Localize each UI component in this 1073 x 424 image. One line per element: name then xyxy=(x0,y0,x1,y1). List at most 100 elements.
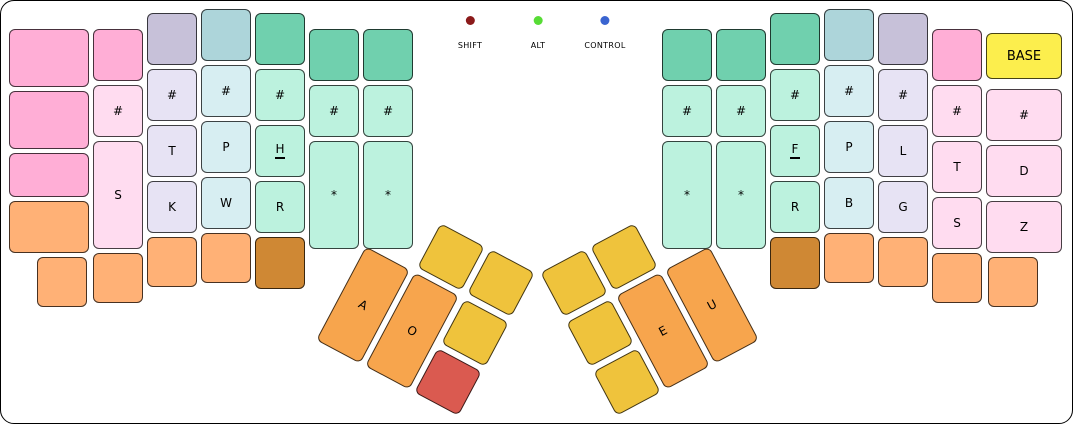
legend-item-shift: SHIFT xyxy=(458,16,482,50)
key-label: # xyxy=(112,104,124,118)
key-z[interactable]: Z xyxy=(986,201,1062,253)
key-r[interactable]: R xyxy=(770,181,820,233)
key-pink-blank[interactable] xyxy=(9,91,89,149)
key-teal-blank[interactable] xyxy=(309,29,359,81)
key-label: # xyxy=(382,104,394,118)
key-hash[interactable]: # xyxy=(662,85,712,137)
key-pink-blank[interactable] xyxy=(9,153,89,197)
key-b[interactable]: B xyxy=(824,177,874,229)
key-hash[interactable]: # xyxy=(824,65,874,117)
key-star[interactable]: * xyxy=(716,141,766,249)
key-label: # xyxy=(735,104,747,118)
key-label: R xyxy=(790,200,800,214)
key-label: * xyxy=(738,188,744,202)
key-orange-blank[interactable] xyxy=(932,253,982,303)
key-star[interactable]: * xyxy=(662,141,712,249)
key-l[interactable]: L xyxy=(878,125,928,177)
key-lavender-blank[interactable] xyxy=(147,13,197,65)
key-label: # xyxy=(274,88,286,102)
key-label: * xyxy=(331,188,337,202)
key-label: P xyxy=(845,140,853,154)
key-label: P xyxy=(222,140,230,154)
modifier-legend: SHIFT ALT CONTROL xyxy=(1,1,1072,61)
key-lavender-blank[interactable] xyxy=(878,13,928,65)
key-label: # xyxy=(681,104,693,118)
key-s[interactable]: S xyxy=(93,141,143,249)
legend-item-alt: ALT xyxy=(531,16,546,50)
key-hash[interactable]: # xyxy=(363,85,413,137)
key-label: # xyxy=(951,104,963,118)
key-hash[interactable]: # xyxy=(878,69,928,121)
legend-label: SHIFT xyxy=(457,41,483,50)
key-hash[interactable]: # xyxy=(986,89,1062,141)
key-teal-blank[interactable] xyxy=(770,13,820,65)
key-label: # xyxy=(1018,108,1030,122)
hold-indicator xyxy=(275,157,285,159)
key-hash[interactable]: # xyxy=(716,85,766,137)
key-label: W xyxy=(220,196,232,210)
key-label: * xyxy=(684,188,690,202)
key-label: # xyxy=(328,104,340,118)
key-teal-blank[interactable] xyxy=(363,29,413,81)
key-orange-blank[interactable] xyxy=(93,253,143,303)
key-hash[interactable]: # xyxy=(255,69,305,121)
hold-indicator xyxy=(790,157,800,159)
alt-modifier-dot-icon xyxy=(533,16,543,25)
key-star[interactable]: * xyxy=(309,141,359,249)
key-label: S xyxy=(953,216,961,230)
key-g[interactable]: G xyxy=(878,181,928,233)
key-orange-blank[interactable] xyxy=(878,237,928,287)
key-brown-blank[interactable] xyxy=(770,237,820,289)
key-label: L xyxy=(899,144,907,158)
key-k[interactable]: K xyxy=(147,181,197,233)
key-orange-blank[interactable] xyxy=(988,257,1038,307)
key-r[interactable]: R xyxy=(255,181,305,233)
key-t[interactable]: T xyxy=(932,141,982,193)
key-hash[interactable]: # xyxy=(93,85,143,137)
key-t[interactable]: T xyxy=(147,125,197,177)
control-modifier-dot-icon xyxy=(600,16,610,25)
key-hash[interactable]: # xyxy=(932,85,982,137)
key-label: * xyxy=(385,188,391,202)
key-p[interactable]: P xyxy=(201,121,251,173)
key-label: E xyxy=(656,323,670,339)
key-label: D xyxy=(1019,164,1029,178)
key-w[interactable]: W xyxy=(201,177,251,229)
key-label: # xyxy=(220,84,232,98)
key-cyan-blank[interactable] xyxy=(824,9,874,61)
key-hash[interactable]: # xyxy=(147,69,197,121)
key-orange-blank[interactable] xyxy=(824,233,874,283)
key-f[interactable]: F xyxy=(770,125,820,177)
key-pink-blank[interactable] xyxy=(9,29,89,87)
key-label: # xyxy=(843,84,855,98)
key-label: U xyxy=(704,296,720,314)
key-star[interactable]: * xyxy=(363,141,413,249)
legend-label: CONTROL xyxy=(584,41,626,50)
key-label: T xyxy=(953,160,961,174)
key-label: T xyxy=(168,144,176,158)
key-orange-blank[interactable] xyxy=(147,237,197,287)
key-s[interactable]: S xyxy=(932,197,982,249)
key-label: K xyxy=(168,200,176,214)
key-h[interactable]: H xyxy=(255,125,305,177)
key-label: Z xyxy=(1019,220,1029,234)
key-d[interactable]: D xyxy=(986,145,1062,197)
key-hash[interactable]: # xyxy=(309,85,359,137)
key-pink-blank[interactable] xyxy=(932,29,982,81)
key-pink-blank[interactable] xyxy=(93,29,143,81)
key-label: G xyxy=(898,200,908,214)
key-cyan-blank[interactable] xyxy=(201,9,251,61)
key-teal-blank[interactable] xyxy=(255,13,305,65)
shift-modifier-dot-icon xyxy=(465,16,475,25)
key-hash[interactable]: # xyxy=(201,65,251,117)
key-base[interactable]: BASE xyxy=(986,33,1062,79)
legend-label: ALT xyxy=(530,41,546,50)
key-hash[interactable]: # xyxy=(770,69,820,121)
key-orange-blank[interactable] xyxy=(37,257,87,307)
key-orange-blank[interactable] xyxy=(201,233,251,283)
key-p[interactable]: P xyxy=(824,121,874,173)
key-teal-blank[interactable] xyxy=(716,29,766,81)
key-brown-blank[interactable] xyxy=(255,237,305,289)
key-orange-blank[interactable] xyxy=(9,201,89,253)
key-teal-blank[interactable] xyxy=(662,29,712,81)
